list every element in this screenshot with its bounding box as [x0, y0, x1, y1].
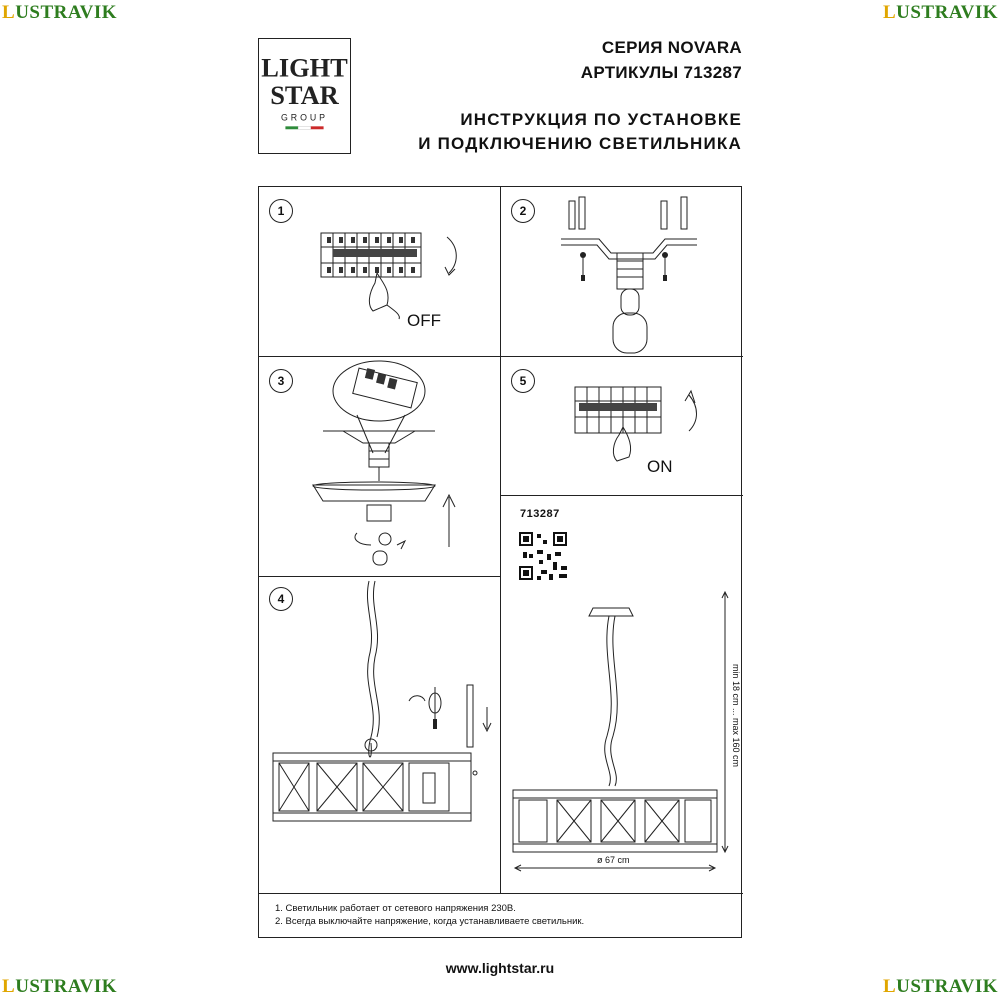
lamp-assembly-drawing: [272, 580, 492, 822]
step-1-panel: 1: [259, 187, 501, 357]
mounting-bracket-drawing: [561, 196, 697, 354]
breaker-on-drawing: [574, 386, 697, 462]
instruction-frame: 1: [258, 186, 743, 939]
step-3-number: 3: [269, 369, 293, 393]
flag-green: [285, 126, 299, 130]
instruction-title-line1: ИНСТРУКЦИЯ ПО УСТАНОВКЕ: [460, 110, 742, 129]
step-5-number: 5: [511, 369, 535, 393]
flag-white: [297, 126, 312, 130]
on-label: ON: [647, 457, 673, 476]
lightstar-logo: LIGHT STAR GROUP: [258, 38, 351, 154]
note-1: 1. Светильник работает от сетевого напря…: [275, 903, 516, 914]
logo-line3: GROUP: [281, 112, 328, 122]
notes-block: 1. Светильник работает от сетевого напря…: [259, 893, 743, 939]
qr-and-product-drawing: [512, 532, 729, 872]
logo-line2: STAR: [270, 80, 339, 110]
step-2-panel: 2: [500, 187, 743, 357]
watermark-top-right: LUSTRAVIK: [882, 2, 998, 23]
watermark-bottom-right: LUSTRAVIK: [882, 976, 998, 997]
footer-url[interactable]: www.lightstar.ru: [445, 960, 555, 976]
step-5-panel: 5 ON: [500, 356, 743, 496]
watermark-bottom-left: LUSTRAVIK: [2, 976, 118, 997]
height-dimension: min 18 cm ... max 160 cm: [731, 664, 741, 768]
flag-red: [310, 126, 324, 130]
articles-title: АРТИКУЛЫ 713287: [580, 63, 742, 82]
step-3-panel: 3: [259, 356, 501, 577]
instruction-title-line2: И ПОДКЛЮЧЕНИЮ СВЕТИЛЬНИКА: [418, 134, 742, 153]
product-article: 713287: [520, 508, 560, 520]
logo-line1: LIGHT: [261, 52, 348, 82]
note-2: 2. Всегда выключайте напряжение, когда у…: [275, 916, 585, 927]
watermark-top-left: LUSTRAVIK: [2, 2, 118, 23]
off-label: OFF: [407, 311, 441, 330]
series-title: СЕРИЯ NOVARA: [601, 38, 742, 57]
step-2-number: 2: [511, 199, 535, 223]
step-4-panel: 4: [259, 576, 501, 894]
step-4-number: 4: [269, 587, 293, 611]
diameter-dimension: ø 67 cm: [597, 855, 630, 865]
breaker-off-drawing: [320, 232, 457, 320]
wiring-drawing: [312, 360, 456, 566]
product-panel: 713287: [500, 495, 743, 894]
step-1-number: 1: [269, 199, 293, 223]
